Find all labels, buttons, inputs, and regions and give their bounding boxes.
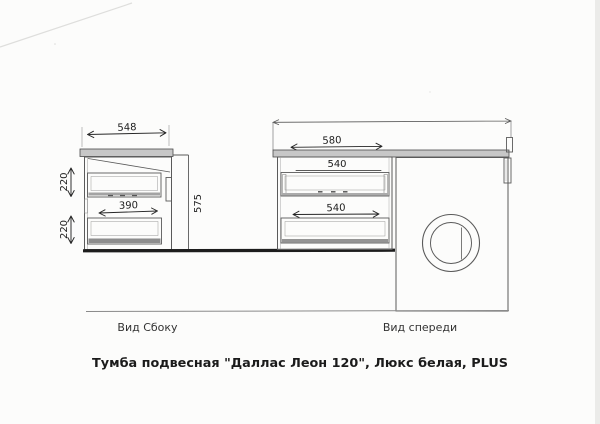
- dim-side-drawer-top-height: 220: [59, 167, 75, 197]
- height-extension-line: [173, 154, 189, 250]
- side-view-label: Вид Сбоку: [117, 321, 178, 334]
- scan-speck: [429, 91, 431, 93]
- scan-crease-line: [0, 2, 133, 48]
- open-direction-line: [87, 158, 171, 173]
- dim-side-drawer-top-value: 220: [59, 172, 70, 191]
- dim-side-inner-depth: 390: [98, 200, 158, 217]
- front-cabinet-outline: [277, 156, 393, 250]
- side-drawer-top: [87, 172, 162, 198]
- dim-front-width: 580: [290, 135, 383, 151]
- dim-side-width: 548: [81, 122, 170, 147]
- drawing-title: Тумба подвесная "Даллас Леон 120", Люкс …: [92, 356, 508, 371]
- dim-side-height-value: 575: [193, 194, 204, 213]
- scan-edge-shadow: [595, 0, 600, 424]
- side-countertop: [79, 148, 174, 157]
- dim-front-drawer-top-value: 540: [327, 159, 346, 170]
- scan-speck: [54, 43, 56, 45]
- dim-front-drawer-bottom: 540: [292, 203, 380, 219]
- front-drawer-bottom: [280, 217, 390, 244]
- dim-side-drawer-bottom-height: 220: [59, 215, 75, 244]
- dim-side-drawer-bottom-value: 220: [59, 220, 70, 239]
- washer-door-icon: [421, 213, 481, 273]
- dim-front-drawer-top: 540: [295, 159, 382, 171]
- side-view: 548 220 220 390 575: [59, 122, 396, 253]
- side-drawer-bottom: [84, 198, 162, 245]
- floor-line: [85, 310, 510, 312]
- front-drawer-top: [280, 172, 390, 197]
- front-overall-dim-line: [271, 118, 513, 150]
- countertop-end-bracket: [503, 137, 513, 184]
- dim-front-width-value: 580: [322, 135, 341, 147]
- front-view: 580 540 540: [85, 118, 513, 312]
- dim-front-drawer-bottom-value: 540: [326, 203, 345, 214]
- dim-side-width-value: 548: [117, 122, 136, 134]
- dim-side-inner-value: 390: [119, 200, 138, 212]
- front-countertop: [272, 149, 510, 158]
- cabinet-bottom-line: [82, 248, 396, 253]
- drawer-front-edge: [165, 177, 172, 202]
- front-view-label: Вид спереди: [383, 321, 457, 334]
- washer-door-inner: [430, 222, 472, 264]
